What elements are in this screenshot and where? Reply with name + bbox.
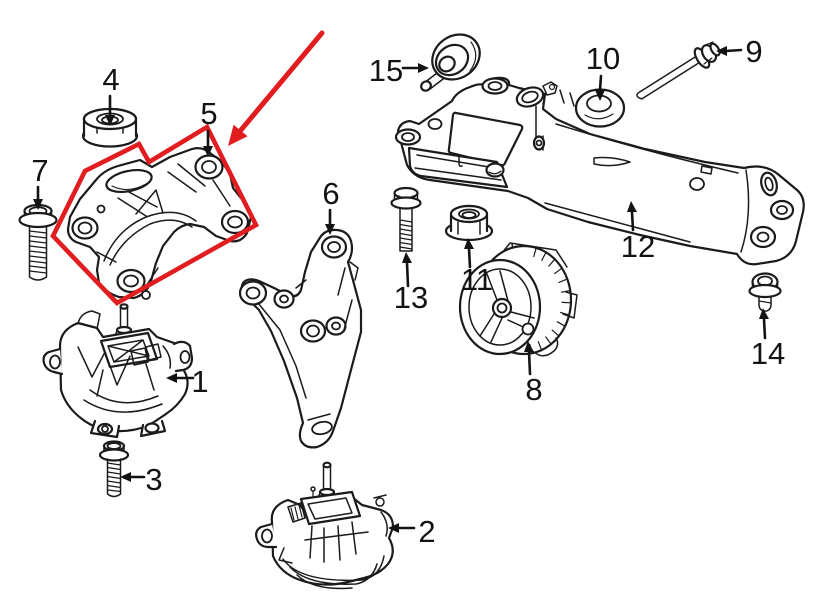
part-flange-bolt	[390, 186, 422, 252]
callout-8-label: 8	[525, 372, 542, 407]
callout-1-label: 1	[191, 364, 208, 399]
callout-2-label: 2	[418, 514, 435, 549]
callout-14: 14	[751, 308, 785, 371]
callout-6: 6	[322, 176, 340, 235]
callout-7-label: 7	[31, 153, 48, 188]
highlight-outline	[50, 123, 260, 306]
part-stop-buffer-stud	[420, 33, 481, 92]
callout-5: 5	[200, 96, 218, 157]
part-engine-mount-left	[42, 303, 194, 439]
callout-4: 4	[102, 62, 120, 126]
callout-12: 12	[621, 201, 655, 264]
callouts-layer: 1 2 3 4 5 6 7	[31, 34, 785, 549]
highlight-group	[50, 30, 325, 306]
callout-3-label: 3	[145, 462, 162, 497]
part-screw	[748, 272, 782, 312]
part-engine-bracket-highlighted	[66, 147, 253, 300]
callout-15-label: 15	[369, 53, 403, 88]
callout-8: 8	[524, 341, 543, 407]
part-torx-bolt	[18, 203, 58, 281]
callout-13-label: 13	[394, 280, 428, 315]
callout-9-label: 9	[745, 34, 762, 69]
part-transmission-crossmember	[394, 76, 805, 266]
callout-12-label: 12	[621, 229, 655, 264]
callout-4-label: 4	[102, 62, 119, 97]
callout-11: 11	[461, 238, 493, 297]
callout-1: 1	[166, 364, 209, 399]
callout-13: 13	[394, 252, 428, 315]
part-transmission-mount	[458, 242, 578, 357]
part-engine-bracket	[238, 228, 363, 449]
callout-3: 3	[120, 462, 163, 497]
callout-14-label: 14	[751, 336, 785, 371]
callout-15: 15	[369, 53, 429, 88]
callout-10: 10	[586, 41, 620, 101]
callout-10-label: 10	[586, 41, 620, 76]
part-engine-mount-lower	[255, 461, 395, 590]
part-mount-bolt	[98, 440, 130, 498]
callout-7: 7	[31, 153, 49, 210]
callout-6-label: 6	[322, 176, 339, 211]
callout-5-label: 5	[200, 96, 217, 131]
callout-11-label: 11	[461, 262, 493, 297]
callout-2: 2	[388, 514, 436, 549]
part-flange-nut-lower	[444, 204, 494, 242]
highlight-arrow-head	[228, 124, 248, 146]
part-long-bolt	[636, 41, 721, 100]
callout-9: 9	[716, 34, 763, 69]
highlight-arrow-shaft	[238, 30, 325, 133]
